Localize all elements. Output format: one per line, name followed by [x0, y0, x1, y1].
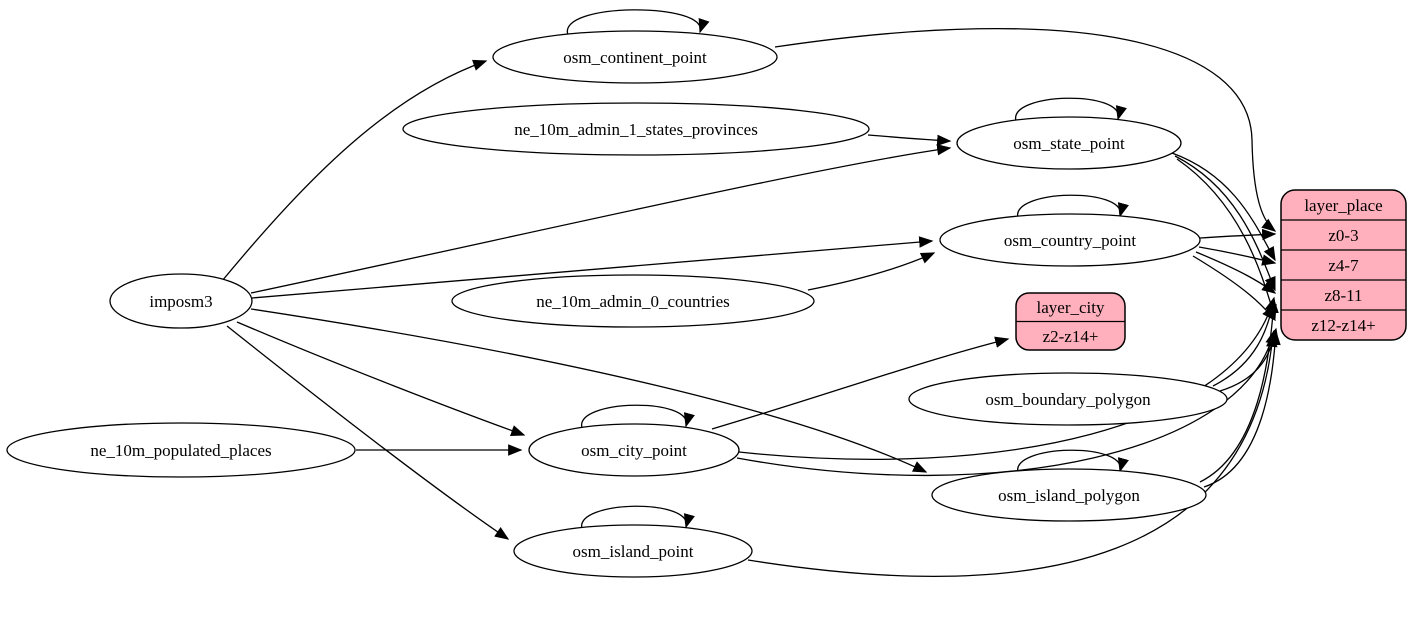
ne_10m_admin_1_states_provinces-label: ne_10m_admin_1_states_provinces [514, 120, 758, 139]
edge-ne_10m_admin_0_countries-osm_country_point [807, 252, 936, 291]
node-ne_10m_populated_places: ne_10m_populated_places [6, 422, 356, 478]
self-loop-osm_island_polygon [1017, 449, 1129, 474]
layer_place-row-z0-3: z0-3 [1328, 226, 1358, 245]
imposm3-label: imposm3 [149, 292, 212, 311]
edge-osm_country_point-layer_place-z8-11 [1195, 251, 1277, 294]
node-osm_city_point: osm_city_point [528, 423, 740, 477]
osm_boundary_polygon-ellipse [908, 372, 1228, 426]
edge-imposm3-osm_island_point [226, 325, 510, 540]
osm_continent_point-label: osm_continent_point [563, 48, 707, 67]
edge-osm_city_point-layer_place-z8-11 [738, 296, 1277, 460]
osm_city_point-label: osm_city_point [581, 441, 687, 460]
self-loop-osm_country_point [1017, 194, 1129, 219]
self-loop-osm_island_point [581, 505, 695, 530]
ne_10m_populated_places-ellipse [6, 422, 356, 478]
layer_place-row-z4-7: z4-7 [1328, 256, 1359, 275]
edge-osm_state_point-layer_place-z4-7 [1171, 152, 1276, 262]
edge-osm_state_point-layer_place-z8-11 [1174, 155, 1276, 292]
edges [221, 9, 1281, 578]
edge-ne_10m_admin_1_states_provinces-osm_state_point [867, 134, 952, 147]
osm_island_polygon-ellipse [931, 468, 1207, 522]
edge-imposm3-osm_city_point [236, 321, 526, 437]
layer_city-title: layer_city [1037, 298, 1105, 317]
ne_10m_admin_0_countries-label: ne_10m_admin_0_countries [536, 292, 730, 311]
edge-osm_island_polygon-layer_place-z8-11 [1199, 298, 1279, 483]
node-ne_10m_admin_0_countries: ne_10m_admin_0_countries [451, 274, 815, 328]
ne_10m_admin_1_states_provinces-ellipse [402, 102, 870, 156]
layer_city-row-z2-z14: z2-z14+ [1043, 327, 1099, 346]
osm_country_point-label: osm_country_point [1004, 231, 1136, 250]
osm_country_point-ellipse [939, 213, 1201, 267]
osm_boundary_polygon-label: osm_boundary_polygon [985, 390, 1151, 409]
ne_10m_populated_places-label: ne_10m_populated_places [90, 441, 271, 460]
edge-imposm3-osm_country_point [251, 236, 934, 299]
node-layer_place: layer_place z0-3 z4-7 z8-11 z12-z14+ [1280, 189, 1407, 341]
edge-imposm3-osm_continent_point [221, 59, 488, 282]
edge-osm_country_point-layer_place-z0-3 [1199, 228, 1277, 241]
self-loop-osm_state_point [1015, 97, 1127, 122]
layer_place-box [1280, 189, 1407, 341]
layer_place-title: layer_place [1304, 196, 1382, 215]
edge-osm_continent_point-layer_place-z0-3 [774, 27, 1277, 232]
node-osm_island_point: osm_island_point [513, 524, 753, 578]
osm_state_point-ellipse [956, 116, 1182, 170]
node-osm_state_point: osm_state_point [956, 116, 1182, 170]
osm_island_point-label: osm_island_point [573, 542, 694, 561]
edge-imposm3-osm_island_polygon [250, 308, 928, 473]
node-osm_island_polygon: osm_island_polygon [931, 468, 1207, 522]
osm_state_point-label: osm_state_point [1013, 134, 1125, 153]
edge-osm_state_point-layer_place-z12-z14 [1176, 158, 1277, 320]
ne_10m_admin_0_countries-ellipse [451, 274, 815, 328]
edge-osm_country_point-layer_place-z12-z14 [1192, 255, 1276, 322]
edge-osm_country_point-layer_place-z4-7 [1198, 246, 1277, 266]
osm_city_point-ellipse [528, 423, 740, 477]
osm_island_polygon-label: osm_island_polygon [998, 486, 1140, 505]
edge-osm_city_point-layer_place-z12-z14 [736, 329, 1277, 477]
layer_place-row-z8-11: z8-11 [1324, 286, 1362, 305]
edge-imposm3-osm_state_point [250, 144, 952, 294]
osm_continent_point-ellipse [492, 30, 778, 84]
imposm3-ellipse [109, 273, 253, 329]
edge-osm_island_polygon-layer_place-z12-z14 [1203, 330, 1281, 488]
edge-osm_city_point-layer_city-z2-z14 [711, 336, 1010, 430]
node-osm_country_point: osm_country_point [939, 213, 1201, 267]
layer_place-row-z12-z14: z12-z14+ [1311, 316, 1375, 335]
edge-osm_island_point-layer_place-z12-z14 [747, 332, 1278, 578]
osm_island_point-ellipse [513, 524, 753, 578]
node-imposm3: imposm3 [109, 273, 253, 329]
node-osm_continent_point: osm_continent_point [492, 30, 778, 84]
self-loop-osm_city_point [581, 404, 695, 429]
node-ne_10m_admin_1_states_provinces: ne_10m_admin_1_states_provinces [402, 102, 870, 156]
node-layer_city: layer_city z2-z14+ [1015, 292, 1126, 351]
self-loop-osm_continent_point [567, 9, 710, 36]
node-osm_boundary_polygon: osm_boundary_polygon [908, 372, 1228, 426]
